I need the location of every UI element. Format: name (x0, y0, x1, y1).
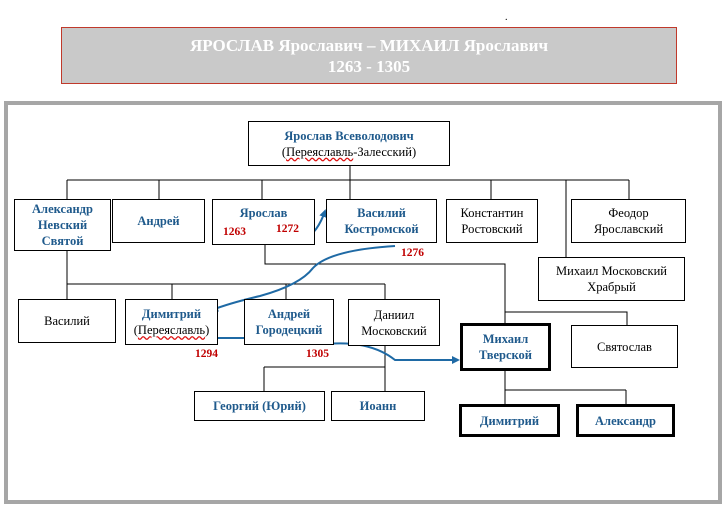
link-mt-bar (505, 311, 628, 325)
node-ioann: Иоанн (331, 391, 425, 421)
node-mikhail-moskovskiy: Михаил Московский Храбрый (538, 257, 685, 301)
node-feodor: Феодор Ярославский (571, 199, 686, 243)
node-note: (Переяславль) (133, 323, 210, 337)
node-line: Михаил Московский (556, 264, 667, 278)
date-1263: 1263 (223, 226, 246, 238)
link-yar-down (264, 245, 506, 323)
node-note: (Переяславль-Залесский) (281, 144, 417, 159)
node-line: Городецкий (255, 323, 323, 337)
node-line: Феодор (608, 206, 649, 220)
node-alexandr-tverskoy: Александр (576, 404, 675, 437)
banner-years: 1263 - 1305 (327, 56, 411, 76)
node-mikhail-tverskoy: Михаил Тверской (460, 323, 551, 371)
node-line: Московский (361, 323, 427, 338)
node-svyatoslav: Святослав (571, 325, 678, 368)
node-daniil: Даниил Московский (348, 299, 440, 346)
note-part-a: Переяславль (137, 323, 206, 337)
node-name: Иоанн (359, 399, 397, 413)
node-line: Тверской (478, 348, 532, 362)
node-line: Александр (32, 202, 93, 216)
node-name: Василий (44, 314, 90, 328)
date-1272: 1272 (276, 223, 299, 235)
node-name: Святослав (597, 339, 652, 354)
banner-title: ЯРОСЛАВ Ярославич – МИХАИЛ Ярославич (189, 35, 549, 55)
node-vasiliy: Василий (18, 299, 116, 343)
node-line: Ростовский (461, 222, 523, 236)
node-konstantin: Константин Ростовский (446, 199, 538, 243)
node-name: Димитрий (479, 413, 540, 428)
node-line: Святой (41, 234, 84, 248)
node-yaroslav-vsevolodovich: Ярослав Всеволодович (Переяславль-Залесс… (248, 121, 450, 166)
node-line: Храбрый (587, 280, 636, 294)
node-yaroslav: Ярослав (212, 199, 315, 245)
node-andrey-gorodetskiy: Андрей Городецкий (244, 299, 334, 345)
node-line: Константин (460, 206, 524, 220)
node-name: Димитрий (141, 307, 202, 321)
note-part-a: Переяславль (286, 144, 354, 159)
node-line: Костромской (344, 222, 419, 236)
arrow-1276 (210, 245, 396, 312)
node-line: Невский (37, 218, 88, 232)
node-line: Ярославский (593, 222, 664, 236)
title-banner: ЯРОСЛАВ Ярославич – МИХАИЛ Ярославич 126… (61, 27, 677, 84)
node-name: Георгий (Юрий) (213, 399, 306, 413)
node-name: Андрей (137, 214, 180, 228)
node-alexander: Александр Невский Святой (14, 199, 111, 251)
node-name: Александр (595, 413, 656, 428)
node-dmitriy: Димитрий (Переяславль) (125, 299, 218, 345)
node-line: Василий (357, 206, 406, 220)
node-name: Ярослав (239, 206, 288, 220)
node-line: Даниил (373, 307, 415, 322)
stray-mark: . (505, 12, 508, 23)
date-1305: 1305 (306, 348, 329, 360)
node-line: Михаил (482, 332, 529, 346)
node-andrey: Андрей (112, 199, 205, 243)
node-georgiy: Георгий (Юрий) (194, 391, 325, 421)
note-part-b: -Залесский (353, 144, 412, 159)
node-line: Андрей (267, 307, 311, 321)
node-name: Ярослав Всеволодович (284, 128, 414, 143)
arrow-1305 (325, 342, 460, 364)
node-vasiliy-kostromskoy: Василий Костромской (326, 199, 437, 243)
date-1276: 1276 (401, 247, 424, 259)
date-1294: 1294 (195, 348, 218, 360)
node-dmitriy-tverskoy: Димитрий (459, 404, 560, 437)
